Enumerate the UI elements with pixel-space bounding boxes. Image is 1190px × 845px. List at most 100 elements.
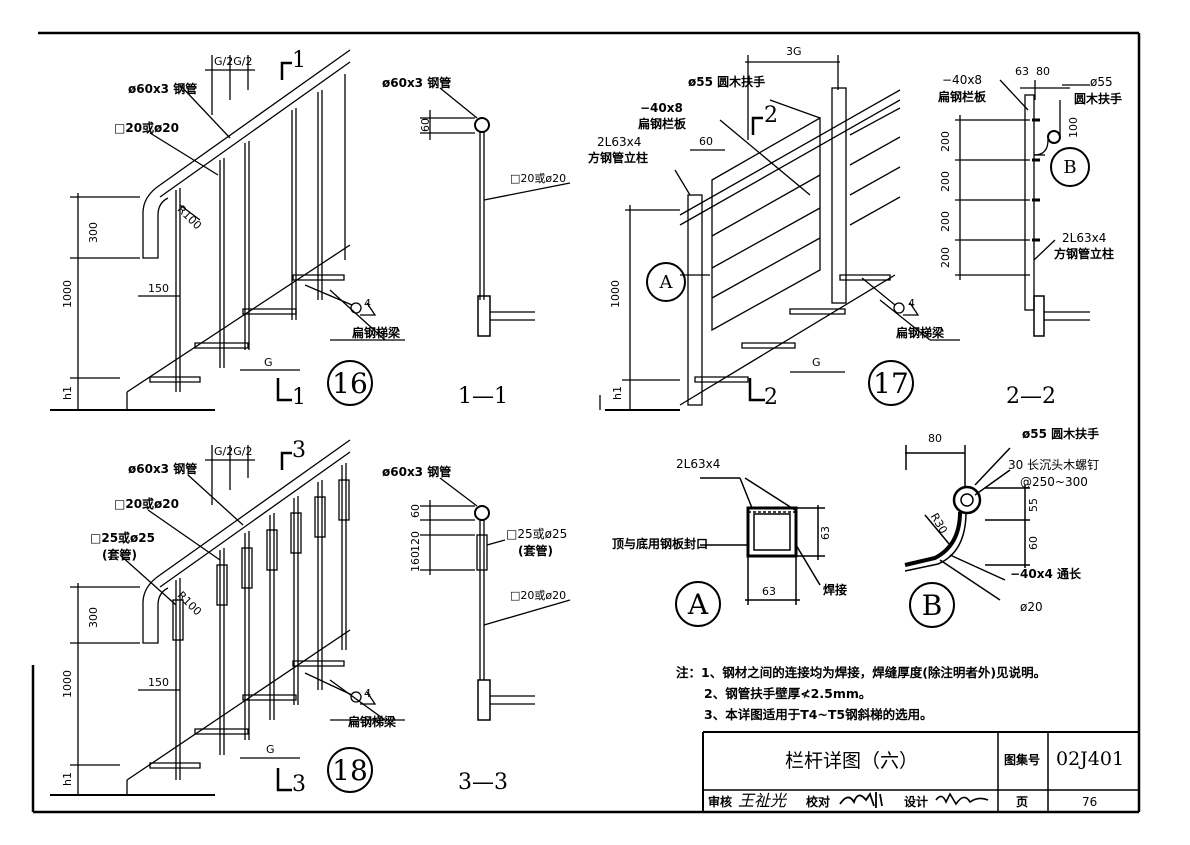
title-block-check: 校对 (806, 795, 831, 809)
detail-A-drawing (700, 477, 825, 605)
d18-cut-top: 3 (292, 438, 306, 463)
d18-sleeve-note: (套管) (102, 548, 137, 562)
d17-flat-size: −40x8 (640, 101, 683, 115)
d18-bar-label: □20或ø20 (114, 497, 179, 511)
d17-dim-1000: 1000 (609, 280, 622, 308)
d17-post-size: 2L63x4 (597, 135, 642, 149)
title-block-title: 栏杆详图（六） (785, 750, 919, 772)
s11-dim-60: 60 (419, 118, 432, 132)
d16-dim-150: 150 (148, 282, 169, 295)
s33-pipe: ø60x3 钢管 (382, 465, 452, 479)
dB-handrail: ø55 圆木扶手 (1022, 427, 1100, 441)
d16-dim-G: G (264, 356, 273, 369)
reviewer-signature: 王祉光 (738, 791, 787, 810)
detail-16-drawing (50, 49, 405, 411)
section-2-2-title: 2—2 (1006, 384, 1056, 409)
detail-17-number: 17 (868, 360, 914, 406)
section-1-1-title: 1—1 (458, 384, 508, 409)
d16-spacing: G/2G/2 (214, 55, 253, 68)
dB-flat: −40x4 通长 (1010, 567, 1082, 581)
frame (31, 31, 1141, 814)
detail-18-number-text: 18 (332, 753, 368, 787)
d16-weld: 4 (364, 297, 371, 310)
d16-pipe-label: ø60x3 钢管 (128, 82, 198, 96)
s22-spacing-1: 200 (939, 131, 952, 152)
dB-dim-80: 80 (928, 432, 942, 445)
checker-signature (839, 791, 883, 808)
detail-B-drawing (904, 445, 1030, 601)
d17-ref-A: A (646, 262, 686, 302)
dA-cap: 顶与底用钢板封口 (612, 537, 709, 551)
d16-dim-h1: h1 (61, 386, 74, 400)
d18-dim-150: 150 (148, 676, 169, 689)
d18-weld: 4 (364, 687, 371, 700)
detail-17-number-text: 17 (873, 366, 909, 400)
s33-sleeve-note: (套管) (518, 544, 553, 558)
s22-flat-name: 扁钢栏板 (938, 90, 987, 104)
d16-dim-300: 300 (87, 222, 100, 243)
notes: 注：1、钢材之间的连接均为焊接，焊缝厚度(除注明者外)见说明。 2、钢管扶手壁厚… (676, 662, 1046, 725)
d17-ref-A-text: A (659, 271, 673, 293)
d17-dim-60: 60 (699, 135, 713, 148)
detail-16-number: 16 (327, 360, 373, 406)
dA-weld: 焊接 (823, 583, 848, 597)
note-1: 注：1、钢材之间的连接均为焊接，焊缝厚度(除注明者外)见说明。 (676, 665, 1047, 680)
d18-sleeve: □25或ø25 (90, 531, 155, 545)
d16-cut-top: 1 (292, 48, 306, 73)
d16-dim-1000: 1000 (61, 280, 74, 308)
dB-dim-55: 55 (1027, 498, 1040, 512)
s22-post-name: 方钢管立柱 (1054, 247, 1115, 261)
detail-B-label: B (909, 582, 955, 628)
section-2-2-drawing (955, 79, 1090, 337)
d18-cut-bottom: 3 (292, 772, 306, 797)
s22-ref-B-text: B (1063, 156, 1077, 178)
d17-post-name: 方钢管立柱 (588, 151, 649, 165)
dB-screw: 30 长沉头木螺钉 (1008, 458, 1100, 472)
title-block-atlas-no: 02J401 (1056, 748, 1125, 770)
s22-spacing-2: 200 (939, 171, 952, 192)
dB-bar: ø20 (1020, 600, 1043, 614)
dB-dim-60: 60 (1027, 536, 1040, 550)
d18-beam: 扁钢梯梁 (348, 715, 397, 729)
s22-post-size: 2L63x4 (1062, 231, 1107, 245)
d18-dim-300: 300 (87, 607, 100, 628)
d17-beam: 扁钢梯梁 (896, 326, 945, 340)
detail-18-number: 18 (327, 747, 373, 793)
d17-handrail: ø55 圆木扶手 (688, 75, 766, 89)
dA-angle: 2L63x4 (676, 457, 721, 471)
d17-dim-h1: h1 (611, 386, 624, 400)
dA-dim-h: 63 (819, 526, 832, 540)
d18-dim-h1: h1 (61, 772, 74, 786)
s22-dim-100: 100 (1067, 117, 1080, 138)
title-block-design: 设计 (904, 795, 929, 809)
section-1-1-drawing (420, 87, 571, 337)
d17-flat-name: 扁钢栏板 (638, 117, 687, 131)
note-2: 2、钢管扶手壁厚≮2.5mm。 (704, 686, 872, 701)
s11-bar: □20或ø20 (510, 172, 567, 185)
detail-18-drawing (50, 439, 405, 796)
title-block-review: 审核 (708, 795, 733, 809)
d17-cut-top: 2 (764, 103, 778, 128)
d17-cut-bottom: 2 (764, 385, 778, 410)
detail-B-label-text: B (921, 588, 943, 622)
s22-handrail: 圆木扶手 (1074, 92, 1123, 106)
s22-spacing-3: 200 (939, 211, 952, 232)
d16-cut-bottom: 1 (292, 385, 306, 410)
section-3-3-drawing (420, 477, 571, 721)
detail-A-label-text: A (687, 587, 709, 621)
dB-screw-spacing: @250~300 (1020, 475, 1088, 489)
s33-sleeve: □25或ø25 (506, 527, 568, 541)
designer-signature (935, 792, 989, 806)
detail-16-number-text: 16 (332, 366, 368, 400)
d18-dim-G: G (266, 743, 275, 756)
s33-dim-120: 120 (409, 531, 422, 552)
d18-spacing: G/2G/2 (214, 445, 253, 458)
title-block-page-no: 76 (1082, 795, 1098, 809)
detail-17-drawing (599, 55, 960, 411)
s33-dim-60: 60 (409, 504, 422, 518)
s33-bar: □20或ø20 (510, 589, 567, 602)
title-block-atlas-label: 图集号 (1004, 753, 1041, 767)
d17-weld: 4 (908, 297, 915, 310)
